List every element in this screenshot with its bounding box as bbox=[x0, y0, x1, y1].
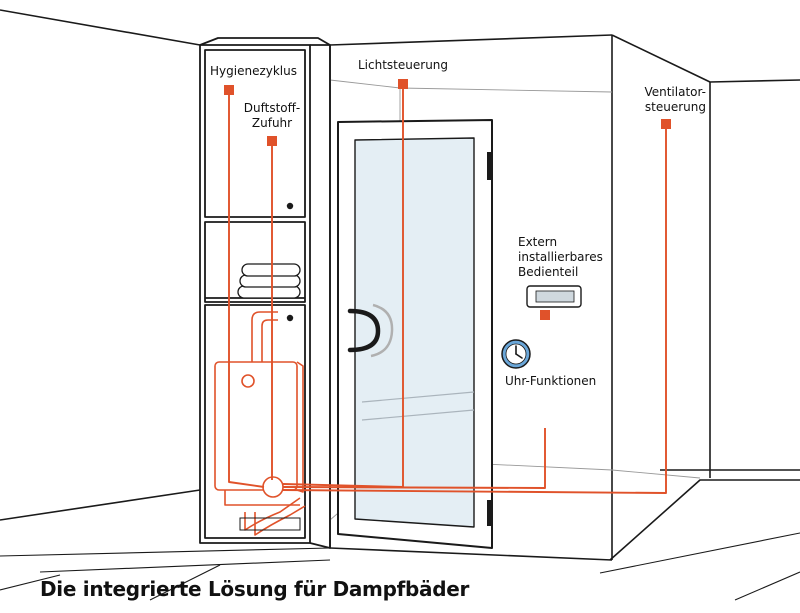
cabin-door bbox=[337, 119, 493, 549]
cabinet-knob-upper bbox=[286, 202, 294, 210]
towel-stack bbox=[237, 263, 301, 299]
label-extern-bedienteil: Extern installierbares Bedienteil bbox=[518, 235, 603, 280]
generator-outline bbox=[239, 517, 301, 531]
label-ventilator-line1: Ventilator- bbox=[644, 85, 706, 99]
control-panel-icon bbox=[526, 285, 582, 308]
label-ventilator: Ventilator- steuerung bbox=[620, 85, 706, 115]
door-handle-ring bbox=[370, 303, 394, 358]
diagram-title: Die integrierte Lösung für Dampfbäder bbox=[40, 577, 470, 601]
steam-generator bbox=[214, 311, 306, 536]
label-lichtsteuerung: Lichtsteuerung bbox=[358, 58, 449, 72]
floor-lines bbox=[0, 532, 800, 601]
connection-lines bbox=[228, 85, 667, 494]
connector-squares bbox=[224, 79, 671, 320]
label-extern-line1: Extern bbox=[518, 235, 558, 249]
cabinet-knob-lower bbox=[286, 314, 294, 322]
door-handle bbox=[347, 308, 381, 353]
label-duftstoff-line1: Duftstoff- bbox=[243, 101, 301, 115]
label-duftstoff-line2: Zufuhr bbox=[251, 116, 293, 130]
label-hygienezyklus: Hygienezyklus bbox=[210, 64, 297, 78]
label-extern-line2: installierbares bbox=[518, 250, 603, 264]
label-duftstoff: Duftstoff- Zufuhr bbox=[236, 101, 308, 131]
label-ventilator-line2: steuerung bbox=[644, 100, 706, 114]
clock-icon bbox=[501, 339, 531, 369]
label-uhr-funktionen: Uhr-Funktionen bbox=[505, 374, 597, 388]
bench-through-glass bbox=[361, 391, 475, 421]
label-extern-line3: Bedienteil bbox=[518, 265, 579, 279]
